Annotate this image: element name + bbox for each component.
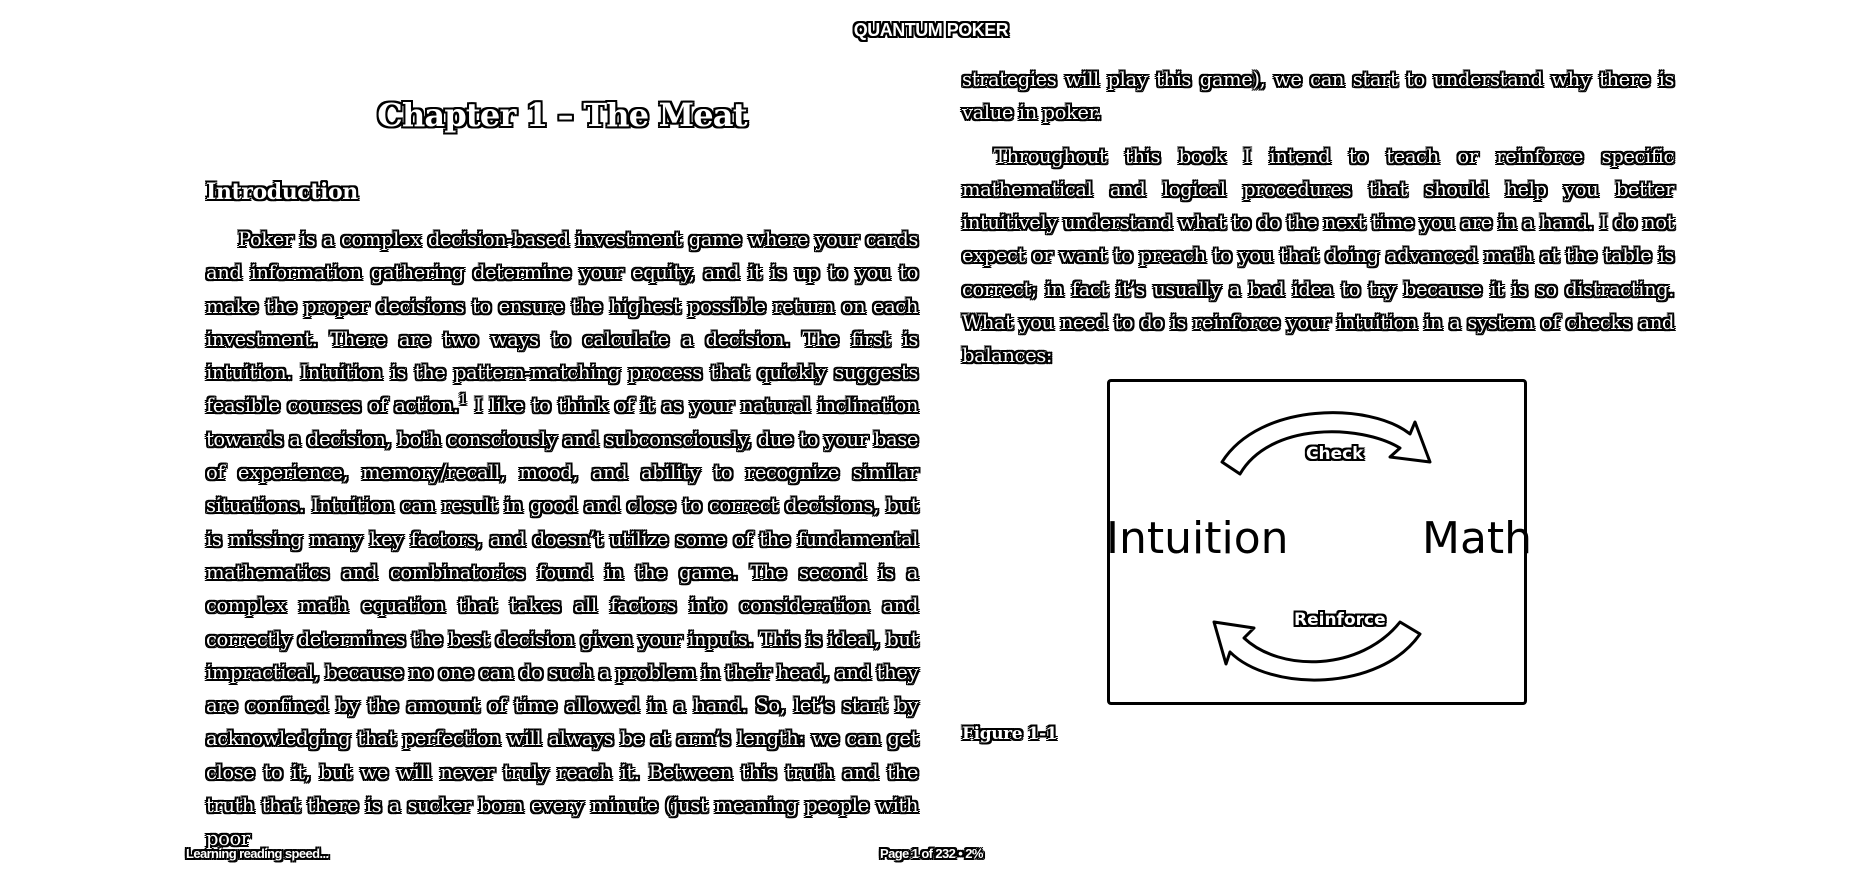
cycle-arrows-graphic (1212, 411, 1432, 682)
paragraph-text: I like to think of it as your natural in… (206, 394, 918, 851)
body-paragraph: Poker is a complex decision-based invest… (206, 223, 918, 856)
reinforce-arrow-icon (1212, 620, 1422, 682)
reinforce-label: Reinforce (1294, 610, 1386, 630)
check-arrow-icon (1220, 411, 1432, 476)
reading-speed-status: Learning reading speed... (186, 846, 329, 861)
section-heading: Introduction (206, 179, 358, 205)
footnote-link[interactable]: 1 (458, 392, 468, 409)
body-paragraph: strategies will play this game), we can … (962, 68, 1674, 125)
figure-caption: Figure 1-1 (962, 724, 1058, 744)
page-indicator: Page 1 of 232 • 2% (880, 846, 983, 861)
check-label: Check (1306, 444, 1364, 464)
left-page: Chapter 1 – The Meat Introduction Poker … (206, 64, 918, 856)
math-label: Math (1422, 513, 1533, 564)
paragraph-text: Poker is a complex decision-based invest… (206, 228, 918, 418)
intuition-label: Intuition (1106, 513, 1289, 564)
chapter-title: Chapter 1 – The Meat (377, 96, 747, 134)
body-paragraph: Throughout this book I intend to teach o… (962, 144, 1674, 368)
figure-diagram: Intuition Math Check Reinforce (1106, 379, 1532, 705)
right-page: strategies will play this game), we can … (962, 63, 1674, 373)
book-title: QUANTUM POKER (853, 20, 1009, 40)
